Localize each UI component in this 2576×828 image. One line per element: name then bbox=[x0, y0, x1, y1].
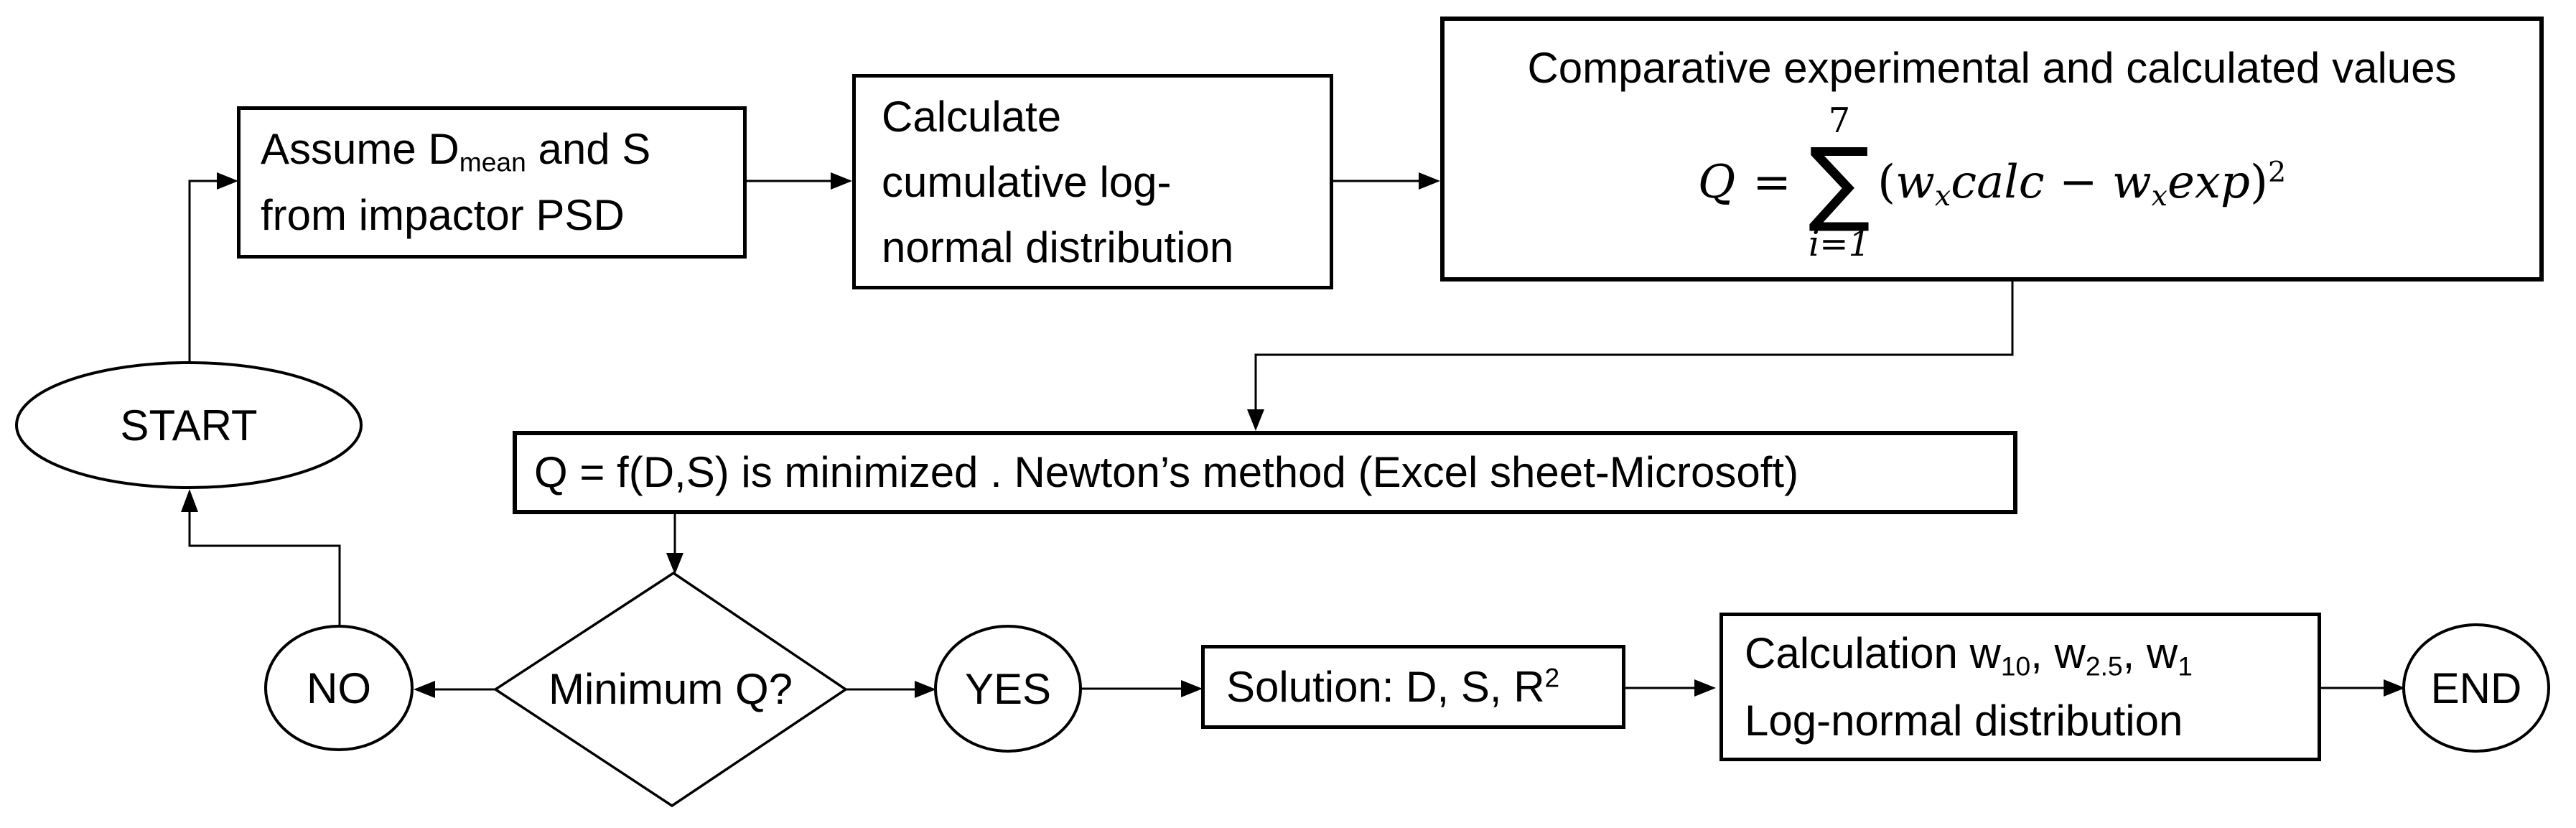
start-label: START bbox=[120, 401, 258, 450]
connector-minimize-to-decision bbox=[666, 514, 683, 575]
decision-diamond bbox=[493, 571, 849, 808]
start-ellipse bbox=[15, 361, 363, 489]
sigma-icon: ∑ bbox=[1808, 129, 1871, 236]
connector-no-to-start bbox=[181, 489, 341, 626]
connector-calculation-to-end bbox=[2321, 679, 2405, 697]
comparative-title: Comparative experimental and calculated … bbox=[1527, 44, 2457, 92]
formula-equals: = bbox=[1753, 156, 1791, 210]
minimize-label: Q = f(D,S) is minimized . Newton’s metho… bbox=[534, 448, 1799, 496]
assume-box: Assume Dmean and S from impactor PSD bbox=[237, 106, 747, 259]
arrowhead-solution-to-calculation bbox=[1694, 679, 1716, 697]
arrowhead-start-to-assume bbox=[217, 172, 238, 190]
end-ellipse bbox=[2402, 623, 2550, 753]
connector-start-to-assume-line bbox=[188, 180, 217, 363]
end-label: END bbox=[2430, 664, 2522, 712]
yes-label: YES bbox=[964, 664, 1052, 713]
solution-superscript-2: 2 bbox=[1544, 662, 1560, 693]
arrowhead-yes-to-solution bbox=[1181, 680, 1203, 697]
calculation-subscript-1: 1 bbox=[2178, 650, 2193, 681]
formula-body: (wxcalc − wxexp)2 bbox=[1877, 156, 2287, 213]
calculation-line1: Calculation w10, w2.5, w1 bbox=[1745, 628, 2193, 681]
connector-comparative-to-minimize bbox=[1247, 282, 2014, 431]
formula-subscript-x1: x bbox=[1934, 180, 1951, 213]
calculation-line2: Log-normal distribution bbox=[1745, 696, 2183, 745]
connector-decision-to-no bbox=[414, 681, 495, 698]
decision-label: Minimum Q? bbox=[548, 664, 793, 713]
assume-line1: Assume Dmean and S bbox=[261, 125, 651, 177]
calculate-line3: normal distribution bbox=[882, 223, 1234, 271]
calculate-line2: cumulative log- bbox=[882, 157, 1172, 206]
q-sum-formula: Q = 7 ∑ i=1 (wxcalc − wxexp)2 bbox=[1697, 101, 2287, 264]
calculation-box: Calculation w10, w2.5, w1 Log-normal dis… bbox=[1719, 613, 2321, 761]
arrowhead-decision-to-yes bbox=[915, 681, 936, 698]
arrowhead-assume-to-calculate bbox=[831, 172, 852, 190]
calculation-subscript-2-5: 2.5 bbox=[2085, 650, 2123, 681]
summation-symbol: 7 ∑ i=1 bbox=[1808, 101, 1871, 264]
arrowhead-calculate-to-comparative bbox=[1419, 172, 1440, 190]
connector-comparative-to-minimize-line bbox=[1254, 282, 2014, 409]
calculation-subscript-10: 10 bbox=[2000, 650, 2031, 681]
connector-yes-to-solution bbox=[1081, 680, 1203, 697]
arrowhead-no-to-start bbox=[181, 489, 198, 512]
assume-subscript-mean: mean bbox=[459, 146, 526, 177]
connector-decision-to-yes bbox=[846, 681, 936, 698]
arrowhead-calculation-to-end bbox=[2384, 679, 2405, 697]
minimize-box: Q = f(D,S) is minimized . Newton’s metho… bbox=[513, 431, 2017, 514]
summation-upper-limit: 7 bbox=[1828, 101, 1851, 141]
connector-assume-to-calculate bbox=[747, 172, 852, 190]
solution-label: Solution: D, S, R2 bbox=[1226, 662, 1560, 711]
formula-subscript-x2: x bbox=[2151, 180, 2168, 213]
solution-box: Solution: D, S, R2 bbox=[1201, 645, 1625, 729]
connector-no-to-start-line bbox=[188, 512, 341, 626]
comparative-box: Comparative experimental and calculated … bbox=[1440, 17, 2544, 282]
arrowhead-minimize-to-decision bbox=[666, 553, 683, 575]
calculate-box: Calculate cumulative log- normal distrib… bbox=[852, 74, 1333, 289]
formula-exponent: 2 bbox=[2267, 156, 2287, 190]
arrowhead-decision-to-no bbox=[414, 681, 435, 698]
connector-calculate-to-comparative bbox=[1333, 172, 1440, 190]
connector-start-to-assume bbox=[188, 172, 238, 363]
assume-line2: from impactor PSD bbox=[261, 191, 625, 239]
yes-ellipse bbox=[934, 625, 1082, 753]
connector-solution-to-calculation bbox=[1625, 679, 1716, 697]
calculate-line1: Calculate bbox=[882, 92, 1062, 141]
summation-lower-limit: i=1 bbox=[1808, 223, 1871, 264]
no-ellipse bbox=[264, 625, 414, 751]
formula-lhs: Q bbox=[1697, 156, 1736, 210]
no-label: NO bbox=[307, 664, 371, 712]
arrowhead-comparative-to-minimize bbox=[1247, 409, 1264, 431]
